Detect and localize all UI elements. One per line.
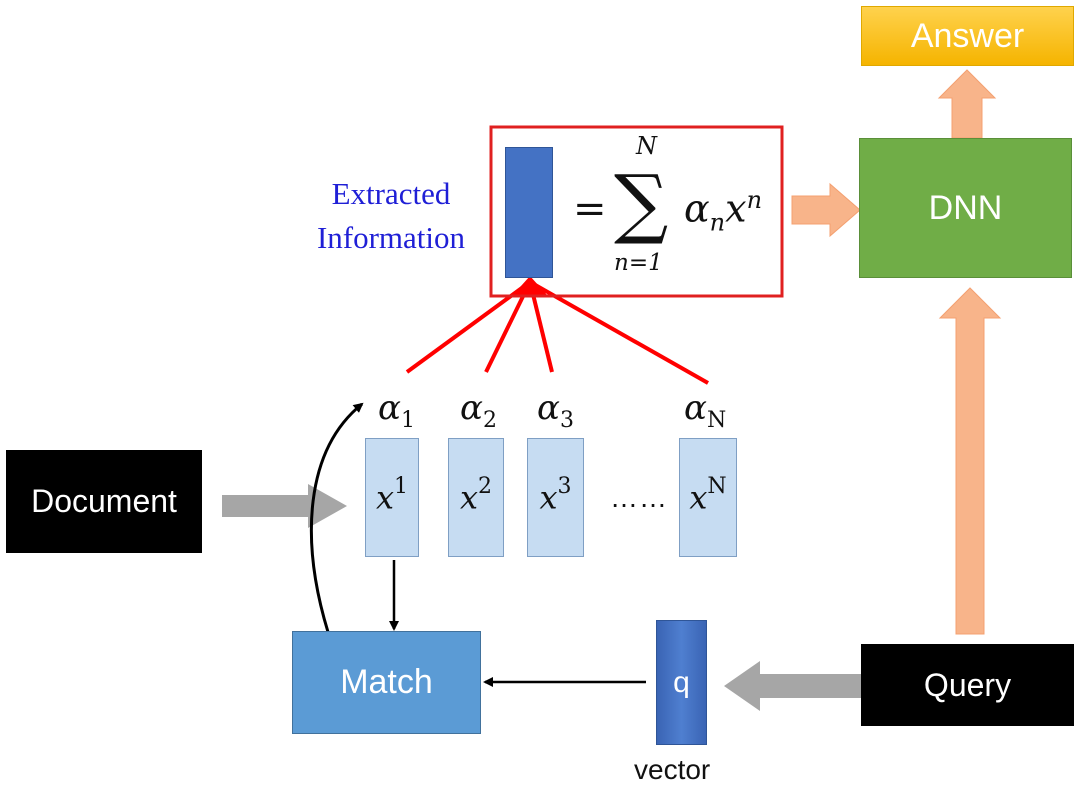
alpha-2: α2: [460, 388, 497, 433]
extracted-line2: Information: [316, 220, 466, 255]
vector-ellipsis: ……: [610, 482, 668, 513]
alpha-N: αN: [684, 388, 727, 433]
dnn-label: DNN: [928, 188, 1003, 227]
q-label: q: [673, 665, 690, 699]
formula-alpha: α: [684, 186, 710, 231]
alpha-3: α3: [537, 388, 574, 433]
formula-sum-upper: N: [636, 132, 657, 160]
vector-x2: x2: [448, 438, 504, 557]
query-label: Query: [923, 666, 1012, 703]
red-arrowhead: [512, 276, 548, 296]
extracted-vector: [505, 147, 553, 278]
alpha-1: α1: [378, 388, 415, 433]
query-box: Query: [861, 644, 1074, 726]
extracted-information-label: Extracted Information: [298, 172, 484, 260]
arrow-match-to-alpha1: [310, 402, 364, 633]
formula-x-sup: n: [746, 186, 763, 214]
formula-alpha-sub: n: [709, 208, 726, 237]
formula-equals: =: [573, 186, 607, 232]
arrow-document-to-vectors: [222, 484, 347, 528]
vector-xN: xN: [679, 438, 737, 557]
arrow-query-to-dnn: [938, 287, 1002, 635]
arrow-query-to-q: [724, 661, 862, 711]
vector-label: vector: [634, 754, 711, 785]
arrow-dnn-to-answer: [937, 69, 997, 139]
formula-x: x: [725, 186, 747, 231]
document-label: Document: [31, 483, 177, 519]
document-box: Document: [6, 450, 202, 553]
answer-box: Answer: [861, 6, 1074, 66]
formula-sum-symbol: ∑: [614, 158, 669, 247]
vector-x1: x1: [365, 438, 419, 557]
answer-label: Answer: [910, 16, 1025, 55]
formula-sum-lower: n=1: [614, 250, 663, 276]
match-box: Match: [292, 631, 481, 734]
q-vector: q: [656, 620, 707, 745]
extracted-line1: Extracted: [331, 176, 451, 211]
formula-term: αnxn: [684, 186, 762, 236]
vector-x3: x3: [527, 438, 584, 557]
match-label: Match: [340, 663, 433, 701]
formula-frame: [489, 125, 784, 298]
dnn-box: DNN: [859, 138, 1072, 278]
red-line-alphaN: [529, 280, 709, 385]
arrow-extracted-to-dnn: [791, 182, 861, 238]
